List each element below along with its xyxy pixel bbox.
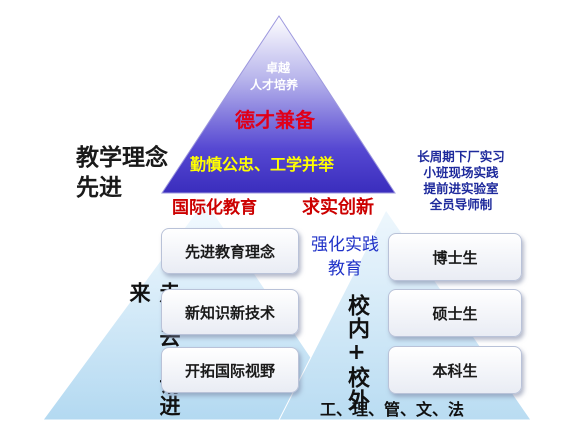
left-pyramid-item: 新知识新技术 (161, 289, 299, 335)
left-title-line1: 教学理念 (76, 145, 168, 171)
right-pyramid-item: 硕士生 (388, 289, 522, 337)
left-pyramid-item: 开拓国际视野 (161, 347, 299, 393)
right-note-item: 提前进实验室 (423, 181, 499, 196)
label-international: 国际化教育 (172, 198, 257, 218)
left-pyramid-item: 先进教育理念 (161, 228, 299, 274)
top-pyramid-line1: 卓越 (266, 61, 291, 75)
right-pyramid-disciplines: 工、理、管、文、法 (320, 400, 465, 419)
left-title-line2: 先进 (76, 175, 122, 201)
top-pyramid-shape (161, 15, 396, 194)
label-innovation: 求实创新 (302, 197, 374, 218)
right-notes: 长周期下厂实习 小班现场实践 提前进实验室 全员导师制 (386, 149, 536, 213)
right-note-item: 长周期下厂实习 (417, 149, 505, 164)
right-pyramid-item: 本科生 (388, 346, 522, 394)
top-pyramid-motto: 勤慎公忠、工学并举 (190, 155, 335, 174)
practice-label-line1: 强化实践 (311, 235, 379, 255)
top-pyramid-line2: 人才培养 (250, 78, 299, 92)
top-pyramid-core: 德才兼备 (235, 108, 315, 132)
right-pyramid-vertical-text: 校内+校外 (344, 294, 369, 412)
practice-label-line2: 教育 (328, 259, 362, 279)
right-note-item: 全员导师制 (429, 197, 493, 212)
right-note-item: 小班现场实践 (423, 165, 499, 180)
right-pyramid-item: 博士生 (388, 233, 522, 281)
